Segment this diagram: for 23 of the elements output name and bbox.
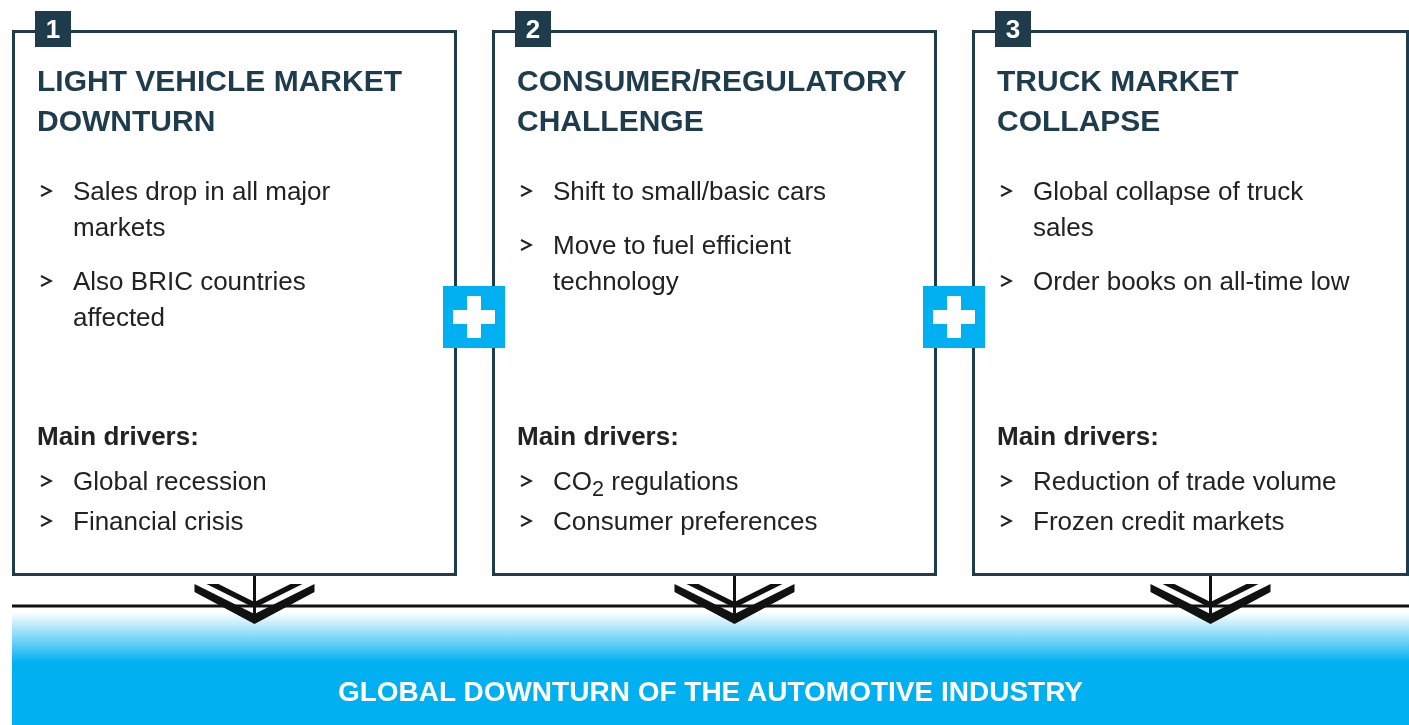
bullet-text: Reduction of trade volume (1033, 465, 1338, 498)
band-title: GLOBAL DOWNTURN OF THE AUTOMOTIVE INDUSTRY (336, 676, 1085, 708)
badge-number: 1 (35, 11, 71, 47)
bullet-text: Consumer preferences (553, 505, 819, 538)
bullet-text: Global collapse of truck sales (1033, 175, 1305, 244)
badge-number: 3 (995, 11, 1031, 47)
bullet-text: Order books on all-time low (1033, 265, 1351, 298)
subheading: Main drivers: (997, 421, 1159, 452)
bullet-text: Also BRIC countries affected (73, 265, 307, 334)
heading: CONSUMER/REGULATORY CHALLENGE (517, 63, 907, 139)
result-band (12, 612, 1409, 725)
bullet-text: Sales drop in all major markets (73, 175, 332, 244)
bullet-text: CO$_{2}$ regulations (553, 465, 740, 504)
bullet-text: Move to fuel efficient technology (553, 229, 792, 298)
bullet-text: Frozen credit markets (1033, 505, 1286, 538)
badge-number: 2 (515, 11, 551, 47)
subheading: Main drivers: (517, 421, 679, 452)
bullet-text: Financial crisis (73, 505, 245, 538)
bullet-text: Global recession (73, 465, 268, 498)
subheading: Main drivers: (37, 421, 199, 452)
bullet-text: Shift to small/basic cars (553, 175, 828, 208)
heading: TRUCK MARKET COLLAPSE (997, 63, 1240, 139)
heading: LIGHT VEHICLE MARKET DOWNTURN (37, 63, 403, 139)
